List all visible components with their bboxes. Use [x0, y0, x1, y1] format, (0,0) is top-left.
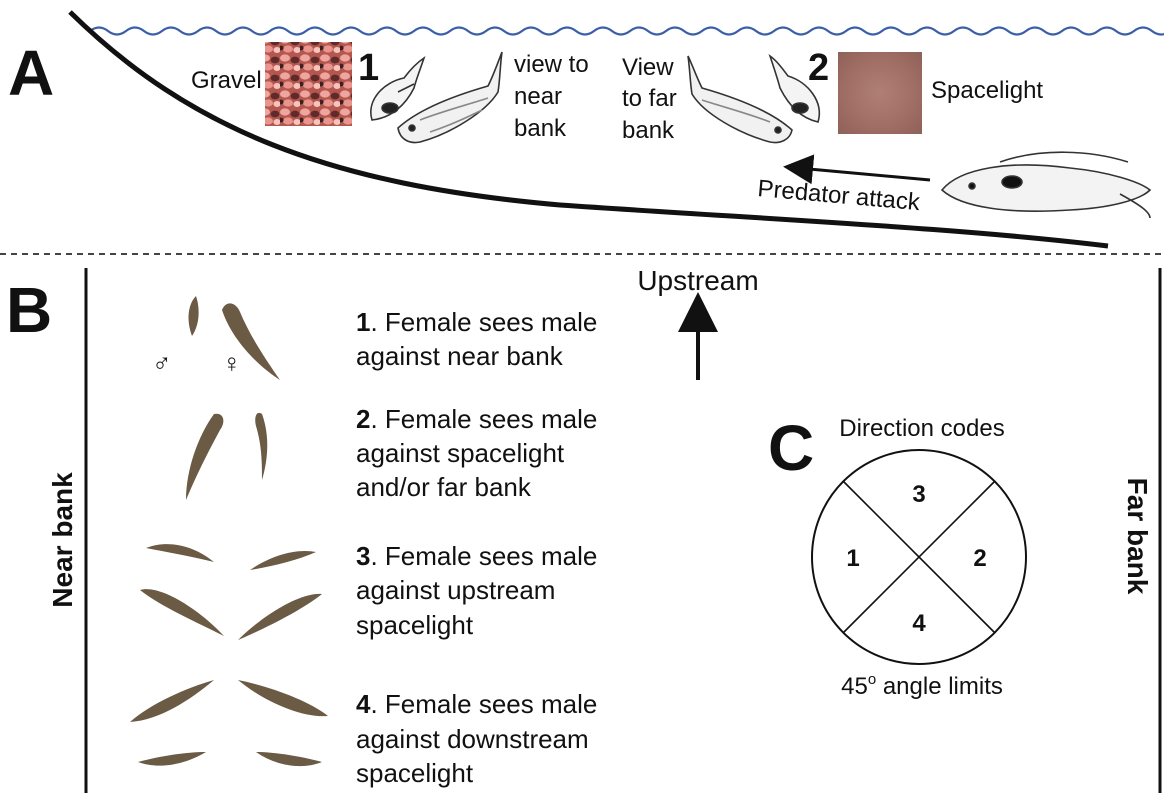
- condition-3-line-3: spacelight: [356, 610, 474, 640]
- view-2-text-line: View: [622, 54, 674, 81]
- view-1-number: 1: [358, 47, 379, 89]
- view-1-text-line: view to: [514, 51, 589, 78]
- condition-2-text: . Female sees male: [370, 404, 597, 434]
- condition-2-line-2: against spacelight: [356, 438, 565, 468]
- view-2-text-line: to far: [622, 85, 677, 112]
- angle-limits-label: 45o angle limits: [841, 671, 1003, 700]
- condition-3: 3. Female sees male against upstream spa…: [356, 541, 597, 640]
- condition-2-line-1: 2. Female sees male: [356, 404, 597, 434]
- predator-attack-arrow: [798, 168, 930, 180]
- gravel-image: [265, 42, 352, 126]
- direction-code-2: 2: [973, 545, 986, 572]
- view-1-text: view to near bank: [514, 51, 589, 142]
- condition-4-line-1: 4. Female sees male: [356, 689, 597, 719]
- condition-3-text: . Female sees male: [370, 541, 597, 571]
- angle-limits-text: angle limits: [876, 673, 1003, 700]
- view-1-text-line: bank: [514, 115, 567, 142]
- condition-4-line-3: spacelight: [356, 758, 474, 788]
- condition-4-text: . Female sees male: [370, 689, 597, 719]
- condition-2-number: 2: [356, 404, 370, 434]
- male-symbol: ♂: [152, 348, 172, 378]
- fish-pair-2: [186, 413, 267, 500]
- view-2-text-line: bank: [622, 117, 675, 144]
- predator-fish: [942, 152, 1150, 218]
- panel-a: A Gravel 1 view to near bank View: [8, 12, 1164, 246]
- condition-3-number: 3: [356, 541, 370, 571]
- panel-b-letter: B: [6, 274, 52, 346]
- condition-1-line-1: 1. Female sees male: [356, 307, 597, 337]
- direction-code-3: 3: [912, 481, 925, 508]
- upstream-label: Upstream: [637, 265, 758, 296]
- view-2-text: View to far bank: [622, 54, 677, 144]
- river-bottom-profile: [70, 12, 1108, 246]
- predator-attack-label: Predator attack: [756, 175, 921, 216]
- gravel-label: Gravel: [191, 67, 262, 94]
- condition-4: 4. Female sees male against downstream s…: [356, 689, 597, 788]
- condition-3-line-2: against upstream: [356, 575, 555, 605]
- fish-side-view-left: [398, 52, 502, 142]
- condition-1-line-2: against near bank: [356, 341, 564, 371]
- condition-4-number: 4: [356, 689, 371, 719]
- panel-c-letter: C: [768, 412, 814, 484]
- condition-1-number: 1: [356, 307, 370, 337]
- spacelight-label: Spacelight: [931, 77, 1043, 104]
- near-bank-label: Near bank: [47, 472, 78, 608]
- panel-b: B Near bank Upstream ♂ ♀: [6, 265, 1160, 793]
- fish-pair-4: [130, 680, 328, 766]
- female-symbol: ♀: [222, 348, 242, 378]
- water-surface-wave: [90, 28, 1164, 35]
- view-2-number: 2: [808, 47, 829, 89]
- direction-code-4: 4: [912, 610, 926, 637]
- condition-1: 1. Female sees male against near bank: [356, 307, 597, 371]
- direction-code-1: 1: [846, 545, 859, 572]
- condition-2: 2. Female sees male against spacelight a…: [356, 404, 597, 502]
- view-1-text-line: near: [514, 83, 562, 110]
- angle-degree-superscript: o: [868, 671, 876, 688]
- condition-2-line-3: and/or far bank: [356, 472, 532, 502]
- panel-a-letter: A: [8, 37, 54, 109]
- fish-pair-3: [140, 544, 322, 640]
- spacelight-image: [838, 52, 922, 134]
- condition-3-line-1: 3. Female sees male: [356, 541, 597, 571]
- far-bank-label: Far bank: [1122, 478, 1153, 595]
- condition-1-text: . Female sees male: [370, 307, 597, 337]
- angle-value: 45: [841, 673, 868, 700]
- panel-c: C Direction codes 3 1 2 4 45o angle limi…: [768, 412, 1026, 700]
- direction-codes-title: Direction codes: [839, 415, 1004, 442]
- condition-4-line-2: against downstream: [356, 724, 589, 754]
